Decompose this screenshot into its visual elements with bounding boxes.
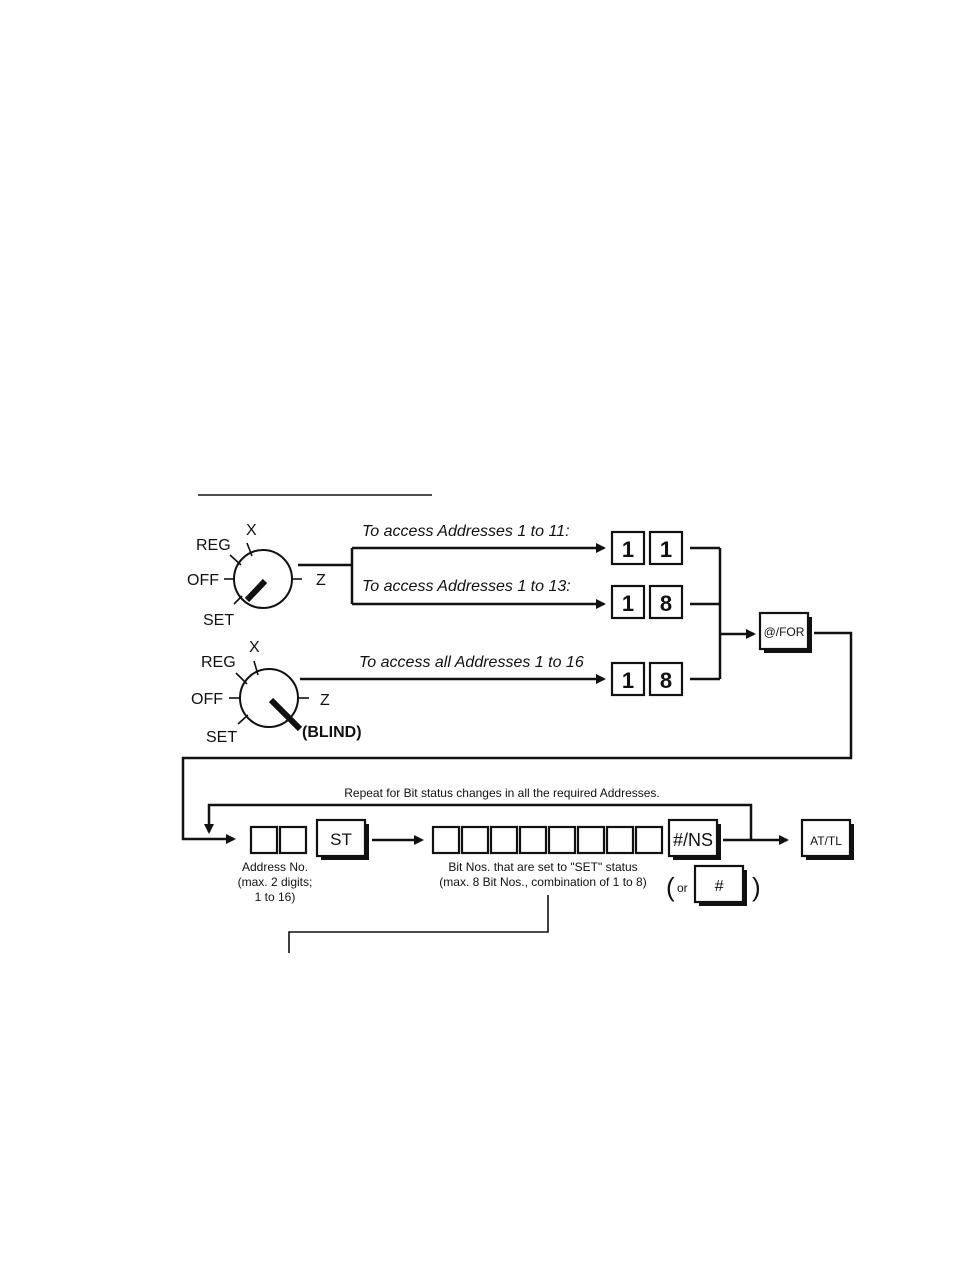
bit-box[interactable] bbox=[576, 825, 606, 855]
route-2-key-1: 1 bbox=[622, 591, 634, 616]
st-key-label: ST bbox=[330, 830, 352, 849]
hash-key[interactable]: # bbox=[693, 864, 747, 906]
merge-bracket bbox=[690, 546, 756, 681]
route-2-key-2: 8 bbox=[660, 591, 672, 616]
or-text: or bbox=[677, 881, 688, 895]
dial-1-x-label: X bbox=[246, 522, 257, 539]
hash-key-label: # bbox=[715, 878, 725, 895]
svg-text:(max. 8 Bit Nos., combination: (max. 8 Bit Nos., combination of 1 to 8) bbox=[439, 875, 646, 889]
route-1-key-1: 1 bbox=[622, 537, 634, 562]
dial-2-set-label: SET bbox=[206, 729, 237, 746]
route-3-key-2: 8 bbox=[660, 668, 672, 693]
or-open-paren: ( bbox=[666, 872, 675, 902]
dial-1-z-label: Z bbox=[316, 572, 326, 589]
dial-1-off-label: OFF bbox=[187, 572, 219, 589]
for-key[interactable]: @/FOR bbox=[758, 611, 812, 653]
bit-box[interactable] bbox=[547, 825, 577, 855]
bit-box[interactable] bbox=[460, 825, 490, 855]
mode-dial-1: X REG OFF SET Z bbox=[187, 522, 326, 629]
attl-key-label: AT/TL bbox=[810, 834, 842, 848]
route-2-text: To access Addresses 1 to 13: bbox=[362, 578, 571, 595]
st-key[interactable]: ST bbox=[315, 818, 369, 860]
bit-box[interactable] bbox=[489, 825, 519, 855]
dial-1-reg-label: REG bbox=[196, 537, 231, 554]
dial-2-pointer bbox=[268, 697, 303, 732]
bottom-bracket bbox=[288, 895, 549, 953]
route-3-keys[interactable]: 1 8 bbox=[610, 661, 684, 697]
or-close-paren: ) bbox=[752, 872, 761, 902]
bit-box[interactable] bbox=[431, 825, 461, 855]
route-1-keys[interactable]: 1 1 bbox=[610, 530, 684, 566]
bit-box[interactable] bbox=[605, 825, 635, 855]
for-key-label: @/FOR bbox=[764, 625, 805, 639]
return-connector bbox=[181, 631, 853, 844]
route-1-text: To access Addresses 1 to 11: bbox=[362, 523, 570, 540]
svg-text:1 to 16): 1 to 16) bbox=[255, 890, 296, 904]
route-3-text: To access all Addresses 1 to 16 bbox=[359, 654, 584, 671]
svg-text:Bit Nos. that are set to "SET": Bit Nos. that are set to "SET" status bbox=[448, 860, 637, 874]
mode-dial-2: X REG OFF SET Z (BLIND) bbox=[191, 639, 362, 746]
address-number-boxes[interactable] bbox=[249, 825, 308, 855]
route-1-key-2: 1 bbox=[660, 537, 672, 562]
svg-text:(max. 2 digits;: (max. 2 digits; bbox=[238, 875, 313, 889]
route-3-key-1: 1 bbox=[622, 668, 634, 693]
dial-1-pointer bbox=[244, 578, 268, 603]
route-lines bbox=[298, 543, 606, 684]
dial-2-reg-label: REG bbox=[201, 654, 236, 671]
dial-2-blind-label: (BLIND) bbox=[302, 724, 362, 741]
svg-text:Address No.: Address No. bbox=[242, 860, 308, 874]
route-2-keys[interactable]: 1 8 bbox=[610, 584, 684, 620]
ns-key[interactable]: #/NS bbox=[667, 818, 721, 860]
dial-2-off-label: OFF bbox=[191, 691, 223, 708]
ns-key-label: #/NS bbox=[673, 830, 713, 850]
bit-box[interactable] bbox=[518, 825, 548, 855]
repeat-loop bbox=[204, 803, 753, 839]
bit-box[interactable] bbox=[634, 825, 664, 855]
attl-key[interactable]: AT/TL bbox=[800, 818, 854, 860]
repeat-text: Repeat for Bit status changes in all the… bbox=[344, 786, 660, 800]
dial-2-z-label: Z bbox=[320, 692, 330, 709]
dial-2-x-label: X bbox=[249, 639, 260, 656]
bits-label: Bit Nos. that are set to "SET" status (m… bbox=[439, 860, 646, 889]
dial-1-set-label: SET bbox=[203, 612, 234, 629]
address-label: Address No. (max. 2 digits; 1 to 16) bbox=[238, 860, 313, 904]
bit-number-boxes[interactable] bbox=[431, 825, 664, 855]
